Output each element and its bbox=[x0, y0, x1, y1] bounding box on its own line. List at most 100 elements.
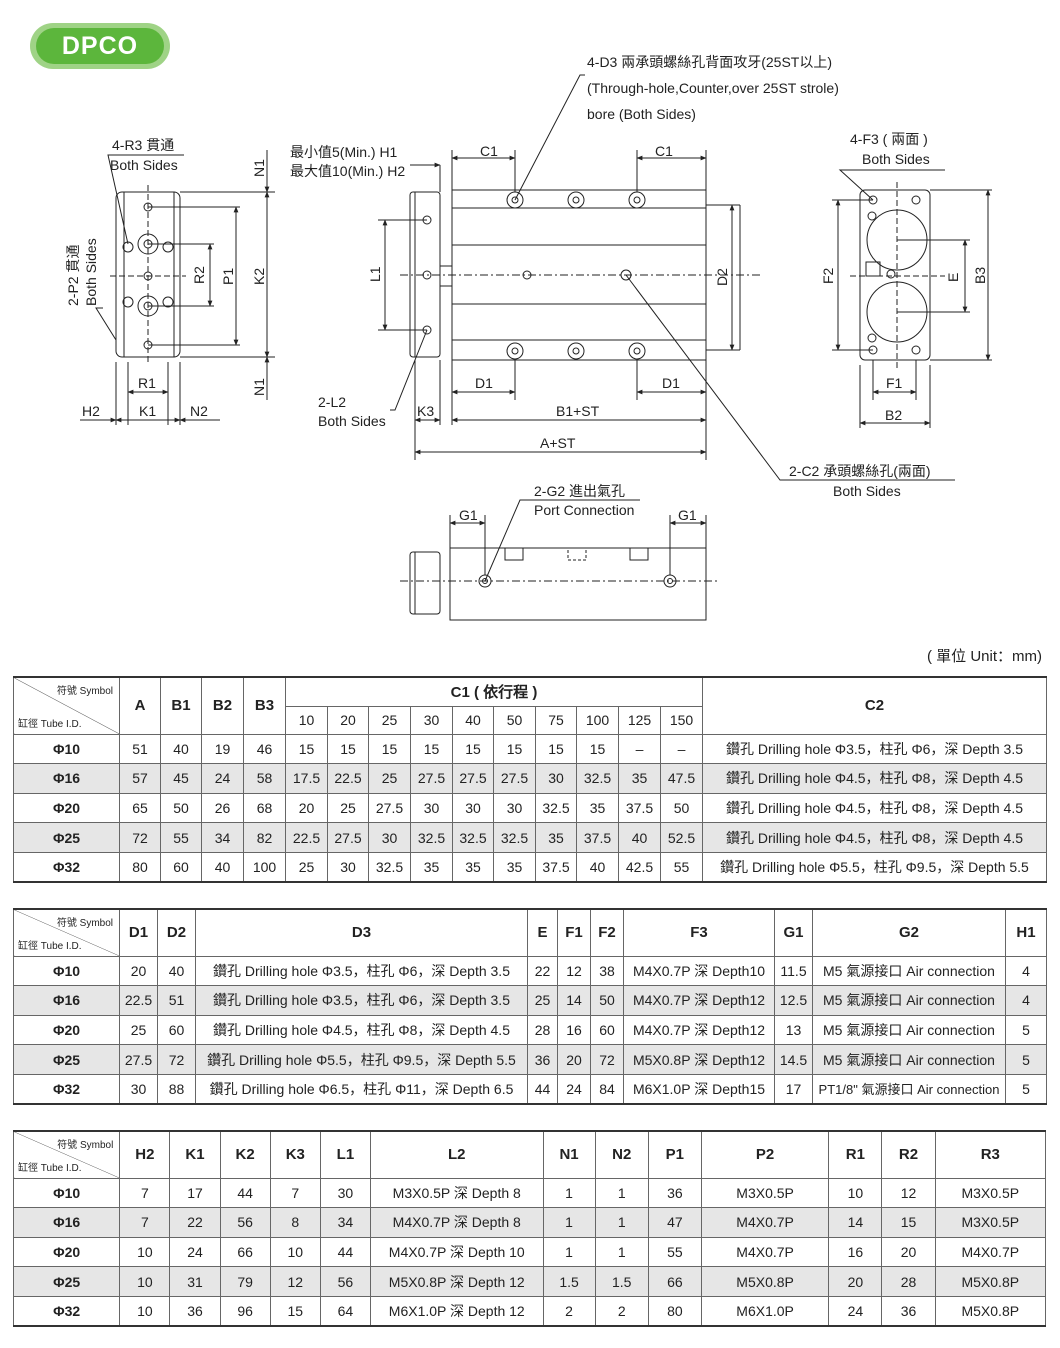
bore-cell: Φ32 bbox=[12, 1295, 121, 1327]
dim-n1-top: N1 bbox=[251, 159, 267, 177]
cell-p1: 36 bbox=[647, 1177, 702, 1209]
end-view-right bbox=[832, 169, 992, 428]
cell-p2: M4X0.7P bbox=[700, 1207, 830, 1238]
cell-a: 51 bbox=[119, 733, 161, 765]
bottom-view bbox=[400, 499, 720, 621]
cell-b1: 50 bbox=[160, 792, 202, 824]
cell-p2: M6X1.0P bbox=[700, 1295, 830, 1327]
header-k3: K3 bbox=[269, 1130, 321, 1179]
cell-c1: 15 bbox=[535, 733, 577, 765]
cell-l2: M4X0.7P 深 Depth 10 bbox=[370, 1236, 544, 1268]
bore-cell: Φ32 bbox=[13, 1073, 120, 1105]
cell-g2: PT1/8" 氣源接口 Air connection bbox=[812, 1073, 1006, 1105]
header-h2: H2 bbox=[119, 1130, 171, 1179]
header-b2: B2 bbox=[201, 676, 244, 735]
end-view-left bbox=[80, 150, 275, 425]
cell-d3: 鑽孔 Drilling hole Φ3.5，柱孔 Φ6，深 Depth 3.5 bbox=[195, 955, 528, 987]
bore-cell: Φ25 bbox=[12, 1266, 121, 1297]
cell-b3: 46 bbox=[243, 733, 286, 765]
dim-c1-left: C1 bbox=[480, 143, 498, 159]
c2-note-line1: 2-C2 承頭螺絲孔(兩面) bbox=[789, 463, 931, 479]
cell-k1: 24 bbox=[169, 1236, 221, 1268]
cell-r1: 20 bbox=[828, 1266, 883, 1297]
header-f1: F1 bbox=[557, 908, 591, 957]
cell-e: 44 bbox=[527, 1073, 558, 1105]
cell-d3: 鑽孔 Drilling hole Φ6.5，柱孔 Φ11，深 Depth 6.5 bbox=[195, 1073, 528, 1105]
cell-c1: 32.5 bbox=[576, 763, 619, 794]
cell-c1: 35 bbox=[535, 822, 577, 853]
bore-cell: Φ16 bbox=[13, 985, 120, 1016]
cell-p2: M5X0.8P bbox=[700, 1266, 830, 1297]
cell-g1: 12.5 bbox=[774, 985, 813, 1016]
cell-g1: 11.5 bbox=[774, 955, 813, 987]
cell-n2: 2 bbox=[594, 1295, 649, 1327]
cell-c1: 35 bbox=[576, 792, 619, 824]
cell-f3: M4X0.7P 深 Depth12 bbox=[623, 1014, 775, 1046]
cell-c1: 35 bbox=[410, 851, 453, 883]
p2-note-line1: 2-P2 貫通 bbox=[65, 245, 81, 306]
cell-b2: 26 bbox=[201, 792, 244, 824]
cell-d2: 40 bbox=[157, 955, 196, 987]
header-c1-stroke: 30 bbox=[410, 705, 453, 735]
d3-note-line3: bore (Both Sides) bbox=[587, 106, 696, 122]
cell-g1: 14.5 bbox=[774, 1044, 813, 1075]
cell-k1: 22 bbox=[169, 1207, 221, 1238]
header-n1: N1 bbox=[542, 1130, 596, 1179]
bore-cell: Φ32 bbox=[13, 851, 120, 883]
cell-k1: 36 bbox=[169, 1295, 221, 1327]
cell-c1: 25 bbox=[368, 763, 411, 794]
cell-f2: 84 bbox=[590, 1073, 624, 1105]
header-c1-stroke: 100 bbox=[576, 705, 619, 735]
cell-k3: 12 bbox=[269, 1266, 321, 1297]
h1-note-line2: 最大值10(Min.) H2 bbox=[290, 163, 405, 179]
bore-cell: Φ10 bbox=[13, 955, 120, 987]
cell-r1: 16 bbox=[828, 1236, 883, 1268]
cell-n1: 2 bbox=[542, 1295, 596, 1327]
cell-d2: 60 bbox=[157, 1014, 196, 1046]
cell-n1: 1.5 bbox=[542, 1266, 596, 1297]
bore-cell: Φ20 bbox=[13, 1014, 120, 1046]
cell-n1: 1 bbox=[542, 1207, 596, 1238]
cell-d1: 20 bbox=[119, 955, 158, 987]
cell-l2: M6X1.0P 深 Depth 12 bbox=[370, 1295, 544, 1327]
header-k1: K1 bbox=[169, 1130, 221, 1179]
cell-c1: 27.5 bbox=[368, 792, 411, 824]
cell-c1: 15 bbox=[576, 733, 619, 765]
cell-d1: 22.5 bbox=[119, 985, 158, 1016]
bore-cell: Φ20 bbox=[13, 792, 120, 824]
header-h1: H1 bbox=[1005, 908, 1047, 957]
cell-c1: 30 bbox=[452, 792, 494, 824]
r3-note-line2: Both Sides bbox=[110, 157, 178, 173]
cell-c1: 17.5 bbox=[285, 763, 328, 794]
cell-d1: 30 bbox=[119, 1073, 158, 1105]
cell-f1: 12 bbox=[557, 955, 591, 987]
dim-a-st: A+ST bbox=[540, 435, 576, 451]
cell-c2: 鑽孔 Drilling hole Φ4.5，柱孔 Φ8，深 Depth 4.5 bbox=[702, 822, 1048, 853]
header-r1: R1 bbox=[828, 1130, 883, 1179]
cell-n1: 1 bbox=[542, 1177, 596, 1209]
cell-c1: 20 bbox=[285, 792, 328, 824]
d3-note-line1: 4-D3 兩承頭螺絲孔背面攻牙(25ST以上) bbox=[587, 54, 832, 70]
cell-n1: 1 bbox=[542, 1236, 596, 1268]
cell-c1: 30 bbox=[410, 792, 453, 824]
cell-d3: 鑽孔 Drilling hole Φ4.5，柱孔 Φ8，深 Depth 4.5 bbox=[195, 1014, 528, 1046]
dim-g1-right: G1 bbox=[678, 507, 697, 523]
cell-e: 22 bbox=[527, 955, 558, 987]
cell-b2: 24 bbox=[201, 763, 244, 794]
cell-r2: 28 bbox=[881, 1266, 936, 1297]
dim-d2: D2 bbox=[714, 268, 730, 286]
dim-h2: H2 bbox=[82, 403, 100, 419]
cell-f3: M4X0.7P 深 Depth10 bbox=[623, 955, 775, 987]
cell-c1: 55 bbox=[659, 851, 704, 883]
f3-note-line1: 4-F3 ( 兩面 ) bbox=[850, 131, 928, 147]
dim-n1-bottom: N1 bbox=[251, 378, 267, 396]
header-d2: D2 bbox=[157, 908, 196, 957]
r3-note-line1: 4-R3 貫通 bbox=[112, 137, 174, 153]
cell-p1: 47 bbox=[647, 1207, 702, 1238]
